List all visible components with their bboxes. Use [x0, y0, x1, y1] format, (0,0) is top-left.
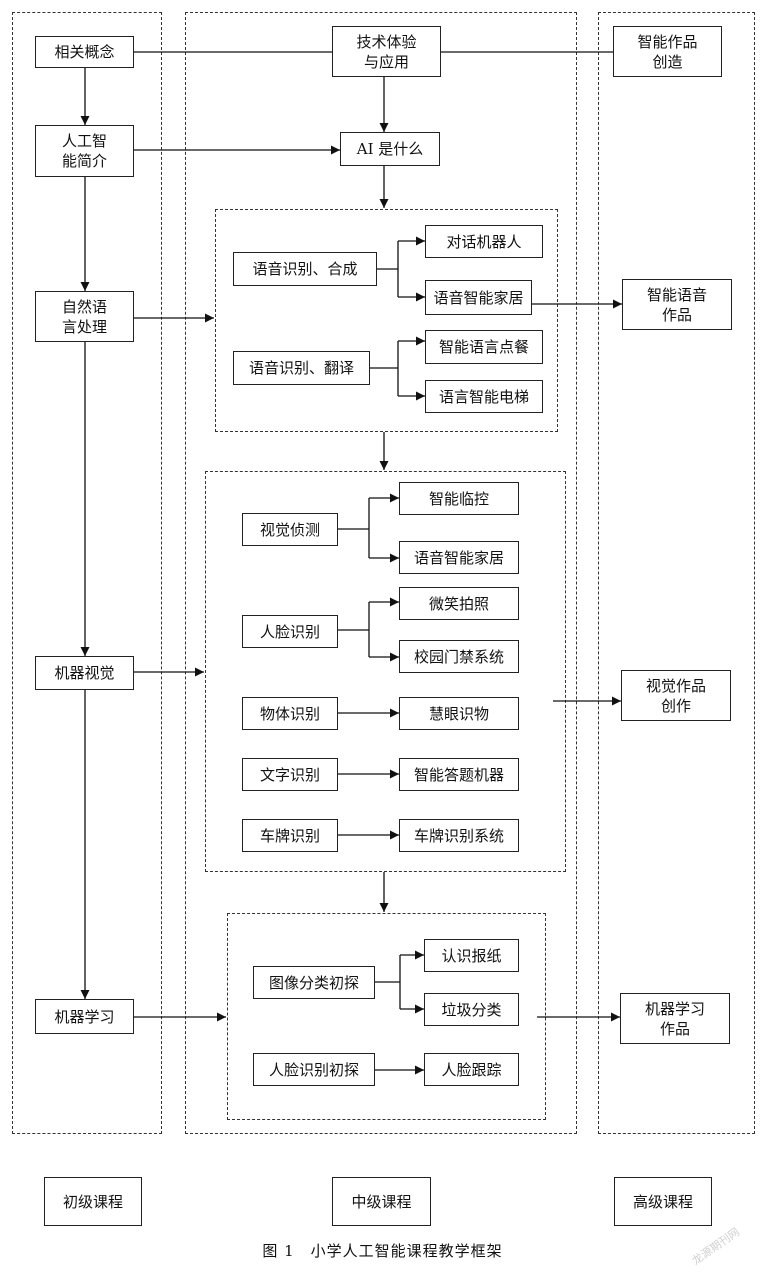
vision-group-frame: [205, 471, 566, 872]
plate-recognition-node: 车牌识别: [242, 819, 338, 852]
garbage-sorting-node: 垃圾分类: [424, 993, 519, 1026]
advanced-column-frame: [598, 12, 755, 1134]
beginner-column-frame: [12, 12, 162, 1134]
newspaper-node: 认识报纸: [424, 939, 519, 972]
visual-detect-node: 视觉侦测: [242, 513, 338, 546]
speech-work-node: 智能语音 作品: [622, 279, 732, 330]
smart-monitor-node: 智能临控: [399, 482, 519, 515]
what-is-ai-node: AI 是什么: [340, 132, 440, 166]
machine-vision-node: 机器视觉: [35, 656, 134, 690]
object-recognition-node: 物体识别: [242, 697, 338, 730]
face-tracking-node: 人脸跟踪: [424, 1053, 519, 1086]
figure-caption: 图 1 小学人工智能课程教学框架: [262, 1242, 503, 1260]
ml-work-node: 机器学习 作品: [620, 993, 730, 1044]
answer-bot-node: 智能答题机器: [399, 758, 519, 791]
smile-photo-node: 微笑拍照: [399, 587, 519, 620]
speech-recog-synth-node: 语音识别、合成: [233, 252, 377, 286]
plate-system-node: 车牌识别系统: [399, 819, 519, 852]
image-classification-node: 图像分类初探: [253, 966, 375, 999]
creation-node: 智能作品 创造: [613, 26, 722, 77]
text-recognition-node: 文字识别: [242, 758, 338, 791]
concepts-node: 相关概念: [35, 36, 134, 68]
beginner-course-label: 初级课程: [44, 1177, 142, 1226]
face-intro-node: 人脸识别初探: [253, 1053, 375, 1086]
speech-recog-translate-node: 语音识别、翻译: [233, 351, 370, 385]
machine-learning-node: 机器学习: [35, 999, 134, 1034]
vision-smart-home-node: 语音智能家居: [399, 541, 519, 574]
speech-smart-home-node: 语音智能家居: [425, 280, 532, 315]
ai-intro-node: 人工智 能简介: [35, 125, 134, 177]
vision-work-node: 视觉作品 创作: [621, 670, 731, 721]
intermediate-column-frame: [185, 12, 577, 1134]
intermediate-course-label: 中级课程: [332, 1177, 431, 1226]
campus-gate-node: 校园门禁系统: [399, 640, 519, 673]
advanced-course-label: 高级课程: [614, 1177, 712, 1226]
chatbot-node: 对话机器人: [425, 225, 543, 258]
smart-elevator-node: 语言智能电梯: [425, 380, 543, 413]
smart-eye-node: 慧眼识物: [399, 697, 519, 730]
nlp-node: 自然语 言处理: [35, 291, 134, 342]
face-recognition-node: 人脸识别: [242, 615, 338, 648]
speech-group-frame: [215, 209, 558, 432]
smart-ordering-node: 智能语言点餐: [425, 330, 543, 364]
tech-experience-node: 技术体验 与应用: [332, 26, 441, 77]
